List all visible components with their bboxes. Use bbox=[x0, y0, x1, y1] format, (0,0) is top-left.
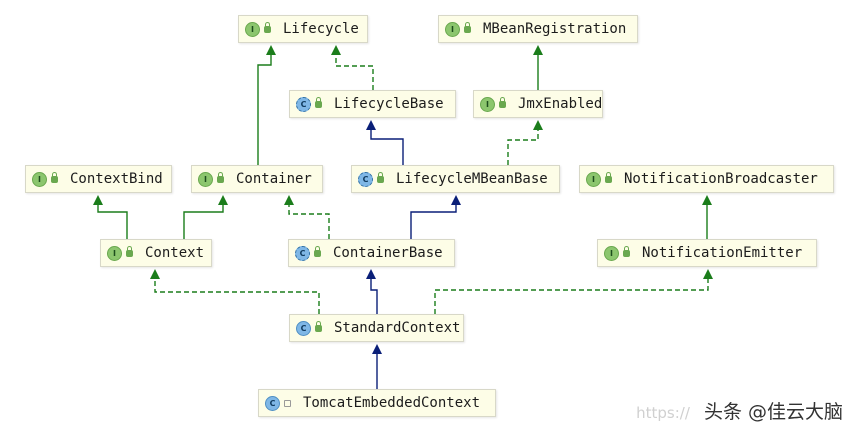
node-lifecycle-mbean-base[interactable]: C LifecycleMBeanBase bbox=[351, 165, 560, 193]
edge-tomcatembeddedcontext-to-standardcontext bbox=[372, 344, 382, 389]
class-icon: C bbox=[296, 320, 311, 336]
arrow-head bbox=[533, 45, 543, 55]
edge-line bbox=[370, 128, 404, 165]
package-private-icon bbox=[284, 399, 291, 407]
edge-line bbox=[370, 277, 378, 314]
edge-standardcontext-to-containerbase bbox=[366, 269, 378, 314]
node-label: StandardContext bbox=[334, 320, 461, 336]
edge-layer bbox=[93, 45, 713, 389]
arrow-head bbox=[702, 195, 712, 205]
arrow-head bbox=[93, 195, 103, 205]
node-label: NotificationBroadcaster bbox=[624, 171, 818, 187]
edge-jmxenabled-to-mbeanregistration bbox=[533, 45, 543, 90]
edge-line bbox=[434, 277, 709, 314]
public-lock-icon bbox=[264, 21, 271, 33]
interface-icon: I bbox=[480, 96, 495, 112]
edge-standardcontext-to-context bbox=[150, 269, 320, 314]
edge-line bbox=[335, 53, 374, 90]
public-lock-icon bbox=[314, 245, 321, 257]
node-label: JmxEnabled bbox=[518, 96, 603, 112]
class-icon: C bbox=[265, 395, 280, 411]
edge-lifecyclebase-to-lifecycle bbox=[331, 45, 374, 90]
node-lifecycle[interactable]: I Lifecycle bbox=[238, 15, 368, 43]
node-label: Container bbox=[236, 171, 312, 187]
edge-notificationemitter-to-notificationbroadcaster bbox=[702, 195, 712, 239]
edge-lifecyclembeanbase-to-lifecyclebase bbox=[366, 120, 404, 165]
edge-container-to-lifecycle bbox=[257, 45, 276, 165]
public-lock-icon bbox=[217, 171, 224, 183]
edge-containerbase-to-lifecyclembeanbase bbox=[410, 195, 461, 239]
watermark: https:// 头条 @佳云大脑 bbox=[636, 397, 843, 424]
node-context-bind[interactable]: I ContextBind bbox=[25, 165, 172, 193]
node-label: TomcatEmbeddedContext bbox=[303, 395, 481, 411]
edge-context-to-contextbind bbox=[93, 195, 128, 239]
interface-icon: I bbox=[198, 171, 213, 187]
arrow-head bbox=[150, 269, 160, 279]
edge-standardcontext-to-notificationemitter bbox=[434, 269, 713, 314]
node-jmx-enabled[interactable]: I JmxEnabled bbox=[473, 90, 603, 118]
interface-icon: I bbox=[586, 171, 601, 187]
node-label: ContextBind bbox=[70, 171, 163, 187]
node-notification-broadcaster[interactable]: I NotificationBroadcaster bbox=[579, 165, 834, 193]
arrow-head bbox=[331, 45, 341, 55]
public-lock-icon bbox=[605, 171, 612, 183]
edge-containerbase-to-container bbox=[284, 195, 330, 239]
node-lifecycle-base[interactable]: C LifecycleBase bbox=[289, 90, 456, 118]
edge-line bbox=[507, 128, 539, 165]
node-notification-emitter[interactable]: I NotificationEmitter bbox=[597, 239, 817, 267]
node-container[interactable]: I Container bbox=[191, 165, 323, 193]
node-label: LifecycleMBeanBase bbox=[396, 171, 548, 187]
edge-line bbox=[183, 203, 224, 239]
node-label: MBeanRegistration bbox=[483, 21, 627, 37]
edge-line bbox=[288, 203, 330, 239]
public-lock-icon bbox=[499, 96, 506, 108]
public-lock-icon bbox=[377, 171, 384, 183]
interface-icon: I bbox=[445, 21, 460, 37]
public-lock-icon bbox=[126, 245, 133, 257]
arrow-head bbox=[284, 195, 294, 205]
public-lock-icon bbox=[623, 245, 630, 257]
interface-icon: I bbox=[32, 171, 47, 187]
node-label: ContainerBase bbox=[333, 245, 443, 261]
edge-line bbox=[410, 203, 457, 239]
edge-line bbox=[154, 277, 320, 314]
public-lock-icon bbox=[51, 171, 58, 183]
arrow-head bbox=[703, 269, 713, 279]
edge-context-to-container bbox=[183, 195, 228, 239]
watermark-text: 头条 @佳云大脑 bbox=[703, 401, 843, 423]
abstract-class-icon: C bbox=[296, 96, 311, 112]
arrow-head bbox=[366, 269, 376, 279]
interface-icon: I bbox=[245, 21, 260, 37]
node-label: NotificationEmitter bbox=[642, 245, 803, 261]
abstract-class-icon: C bbox=[358, 171, 373, 187]
node-context[interactable]: I Context bbox=[100, 239, 212, 267]
arrow-head bbox=[266, 45, 276, 55]
node-label: LifecycleBase bbox=[334, 96, 444, 112]
edge-line bbox=[257, 53, 272, 165]
node-container-base[interactable]: C ContainerBase bbox=[288, 239, 455, 267]
node-mbean-registration[interactable]: I MBeanRegistration bbox=[438, 15, 638, 43]
node-label: Context bbox=[145, 245, 205, 261]
public-lock-icon bbox=[464, 21, 471, 33]
watermark-faint-text: https:// bbox=[636, 404, 690, 422]
abstract-class-icon: C bbox=[295, 245, 310, 261]
arrow-head bbox=[533, 120, 543, 130]
edge-lifecyclembeanbase-to-jmxenabled bbox=[507, 120, 543, 165]
node-tomcat-embedded-context[interactable]: C TomcatEmbeddedContext bbox=[258, 389, 496, 417]
arrow-head bbox=[366, 120, 376, 130]
node-label: Lifecycle bbox=[283, 21, 359, 37]
public-lock-icon bbox=[315, 320, 322, 332]
edge-line bbox=[97, 203, 128, 239]
arrow-head bbox=[218, 195, 228, 205]
public-lock-icon bbox=[315, 96, 322, 108]
node-standard-context[interactable]: C StandardContext bbox=[289, 314, 464, 342]
interface-icon: I bbox=[604, 245, 619, 261]
arrow-head bbox=[372, 344, 382, 354]
interface-icon: I bbox=[107, 245, 122, 261]
arrow-head bbox=[451, 195, 461, 205]
